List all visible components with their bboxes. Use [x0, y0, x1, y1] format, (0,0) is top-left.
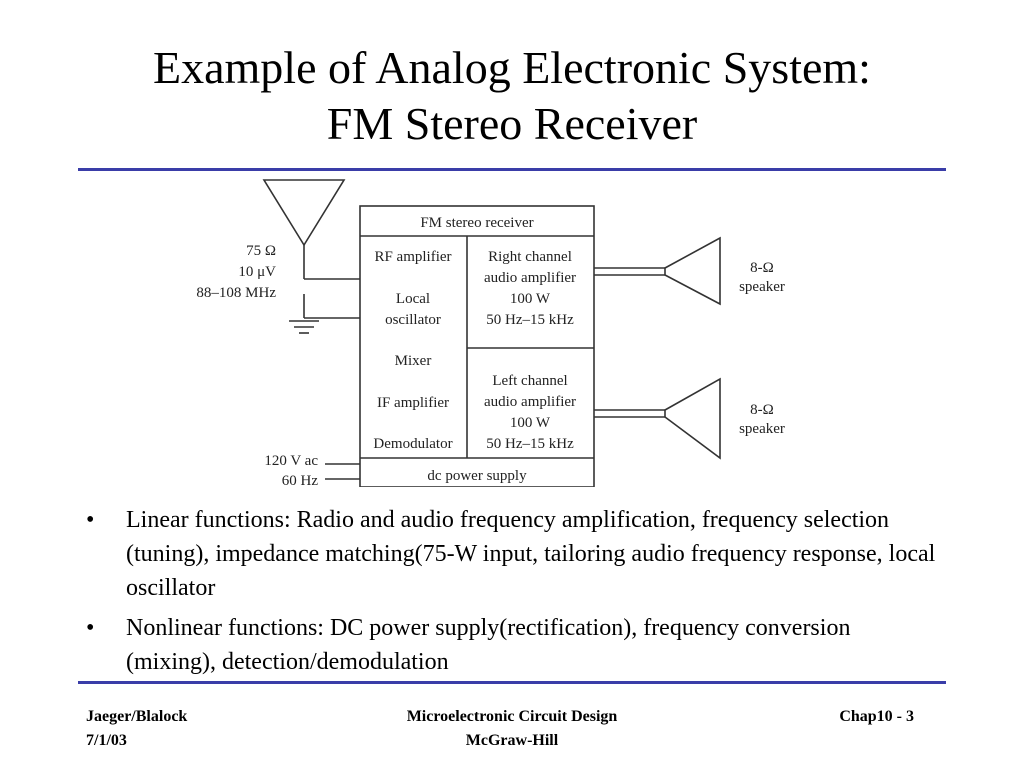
- speaker-top-label: speaker: [739, 279, 785, 295]
- box-title: FM stereo receiver: [420, 215, 533, 231]
- stage-rf-amplifier: RF amplifier: [374, 249, 451, 265]
- speaker-bottom-icon: [664, 377, 721, 460]
- power-supply-label: dc power supply: [427, 468, 527, 484]
- right-channel-line-2: audio amplifier: [484, 270, 576, 286]
- bullet-marker: •: [86, 507, 95, 533]
- footer-author: Jaeger/Blalock 7/1/03: [86, 705, 187, 753]
- stage-oscillator: oscillator: [385, 312, 441, 328]
- title-line-1: Example of Analog Electronic System:: [153, 42, 871, 93]
- bullet-text: Nonlinear functions: DC power supply(rec…: [126, 615, 851, 675]
- stage-if-amplifier: IF amplifier: [377, 395, 449, 411]
- footer-book-title: Microelectronic Circuit Design: [406, 708, 618, 725]
- speaker-top-ohms: 8-Ω: [750, 260, 774, 276]
- block-diagram-svg: FM stereo receiver 75 Ω 10 μV 88–108 MHz…: [196, 179, 785, 489]
- spec-impedance: 75 Ω: [246, 243, 276, 259]
- bullet-item: • Linear functions: Radio and audio freq…: [86, 503, 946, 605]
- speaker-top-icon: [664, 236, 721, 306]
- bullet-text: Linear functions: Radio and audio freque…: [126, 507, 936, 601]
- footer-authors: Jaeger/Blalock: [86, 708, 188, 725]
- left-channel-line-4: 50 Hz–15 kHz: [486, 436, 574, 452]
- top-divider: [78, 168, 946, 171]
- power-input-frequency: 60 Hz: [282, 473, 319, 487]
- right-channel-line-1: Right channel: [488, 249, 572, 265]
- stage-local: Local: [396, 291, 430, 307]
- antenna-icon: [262, 179, 346, 247]
- slide-title: Example of Analog Electronic System: FM …: [0, 40, 1024, 152]
- fm-receiver-diagram: FM stereo receiver 75 Ω 10 μV 88–108 MHz…: [180, 176, 800, 489]
- footer-page-number: Chap10 - 3: [839, 708, 914, 725]
- right-channel-line-3: 100 W: [510, 291, 551, 307]
- footer-book: Microelectronic Circuit Design McGraw-Hi…: [300, 705, 724, 753]
- title-line-2: FM Stereo Receiver: [326, 98, 698, 149]
- bullet-marker: •: [86, 615, 95, 641]
- footer-publisher: McGraw-Hill: [465, 732, 559, 749]
- spec-frequency: 88–108 MHz: [196, 285, 276, 301]
- bullet-list: • Linear functions: Radio and audio freq…: [86, 503, 946, 685]
- speaker-bottom-label: speaker: [739, 421, 785, 437]
- bottom-divider: [78, 681, 946, 684]
- stage-demodulator: Demodulator: [373, 436, 452, 452]
- speaker-bottom-ohms: 8-Ω: [750, 402, 774, 418]
- bullet-item: • Nonlinear functions: DC power supply(r…: [86, 611, 946, 679]
- spec-voltage: 10 μV: [238, 264, 276, 280]
- left-channel-line-3: 100 W: [510, 415, 551, 431]
- footer-date: 7/1/03: [86, 732, 127, 749]
- left-channel-line-1: Left channel: [492, 373, 567, 389]
- right-channel-line-4: 50 Hz–15 kHz: [486, 312, 574, 328]
- stage-mixer: Mixer: [395, 353, 432, 369]
- power-input-voltage: 120 V ac: [264, 453, 318, 469]
- left-channel-line-2: audio amplifier: [484, 394, 576, 410]
